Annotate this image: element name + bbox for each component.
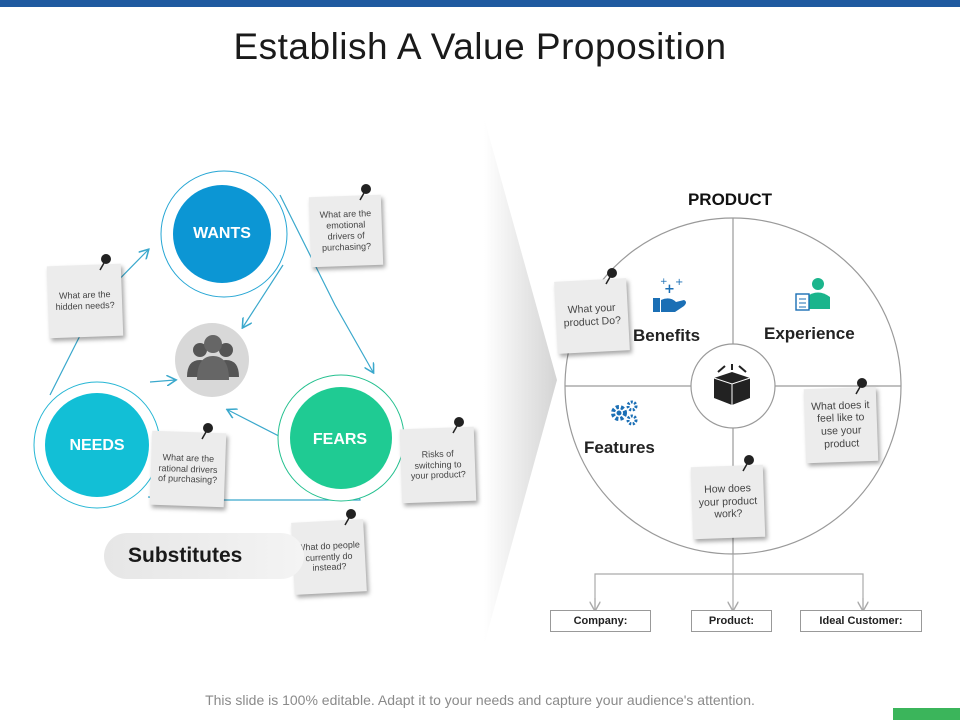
svg-text:+: + bbox=[664, 282, 675, 297]
fears-circle bbox=[277, 374, 405, 502]
wants-label: WANTS bbox=[193, 225, 251, 242]
note-switching-risks: Risks of switching to your product? bbox=[399, 426, 477, 504]
person-checklist-icon bbox=[795, 278, 830, 311]
note-how-work: How does your product work? bbox=[690, 464, 766, 540]
hand-sparkle-icon: + + + bbox=[653, 277, 686, 312]
page-title: Establish A Value Proposition bbox=[233, 26, 727, 67]
users-icon bbox=[175, 323, 249, 397]
divider-wedge bbox=[484, 118, 557, 645]
pushpin-icon bbox=[344, 509, 356, 526]
svg-text:+: + bbox=[660, 277, 668, 287]
wants-circle bbox=[160, 170, 288, 298]
pushpin-icon bbox=[605, 268, 617, 285]
needs-label: NEEDS bbox=[69, 437, 125, 454]
corner-accent bbox=[893, 708, 960, 720]
fears-label: FEARS bbox=[312, 431, 368, 448]
company-box: Company: bbox=[550, 610, 651, 632]
note-hidden-needs: What are the hidden needs? bbox=[46, 263, 124, 339]
footer-note: This slide is 100% editable. Adapt it to… bbox=[205, 692, 755, 708]
note-rational-drivers: What are the rational drivers of purchas… bbox=[149, 430, 227, 508]
note-emotional-drivers: What are the emotional drivers of purcha… bbox=[308, 194, 384, 268]
pushpin-icon bbox=[99, 254, 111, 271]
pushpin-icon bbox=[452, 417, 464, 434]
ideal-customer-box: Ideal Customer: bbox=[800, 610, 922, 632]
pushpin-icon bbox=[359, 184, 371, 201]
substitutes-pill: Substitutes bbox=[104, 533, 304, 579]
pushpin-icon bbox=[201, 423, 213, 440]
product-heading: PRODUCT bbox=[687, 190, 773, 209]
benefits-label: Benefits bbox=[633, 326, 701, 345]
product-box: Product: bbox=[691, 610, 772, 632]
note-product-do: What your product Do? bbox=[554, 278, 630, 354]
svg-text:+: + bbox=[675, 277, 683, 288]
note-feel-like: What does it feel like to use your produ… bbox=[803, 386, 879, 464]
features-label: Features bbox=[584, 438, 655, 457]
pushpin-icon bbox=[742, 455, 754, 472]
connector-lines bbox=[595, 554, 863, 610]
needs-circle bbox=[33, 381, 161, 509]
pushpin-icon bbox=[855, 378, 867, 395]
top-accent-bar bbox=[0, 0, 960, 7]
gears-icon bbox=[611, 400, 638, 426]
experience-label: Experience bbox=[764, 324, 855, 343]
gift-box-icon bbox=[713, 364, 751, 405]
